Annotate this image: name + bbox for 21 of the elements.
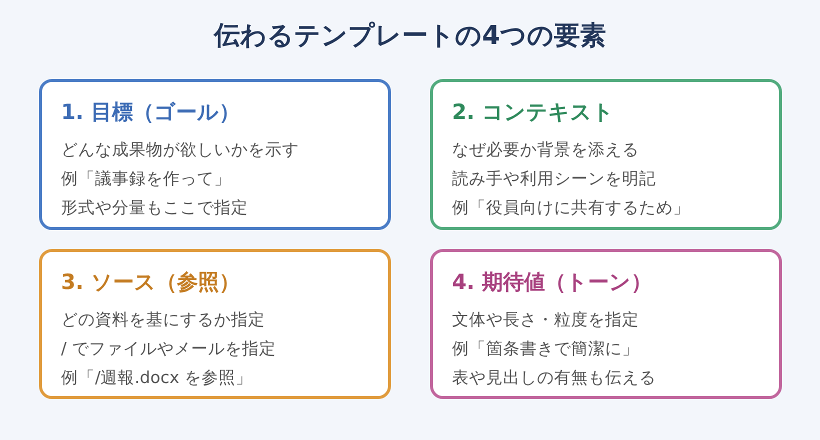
card bbox=[39, 249, 391, 399]
card-text: / でファイルやメールを指定 bbox=[61, 338, 276, 360]
card-text: 文体や長さ・粒度を指定 bbox=[452, 309, 639, 331]
card-heading: 2. コンテキスト bbox=[452, 99, 614, 126]
card-text: 例「箇条書きで簡潔に」 bbox=[452, 338, 639, 360]
card-text: どんな成果物が欲しいかを示す bbox=[61, 139, 299, 161]
card bbox=[430, 79, 782, 230]
card bbox=[39, 79, 391, 230]
card-text: 例「議事録を作って」 bbox=[61, 168, 231, 190]
card bbox=[430, 249, 782, 399]
card-text: 例「役員向けに共有するため」 bbox=[452, 197, 690, 219]
card-text: 表や見出しの有無も伝える bbox=[452, 367, 656, 389]
card-heading: 1. 目標（ゴール） bbox=[61, 99, 240, 126]
card-text: どの資料を基にするか指定 bbox=[61, 309, 265, 331]
card-text: 例「/週報.docx を参照」 bbox=[61, 367, 252, 389]
card-text: 読み手や利用シーンを明記 bbox=[452, 168, 656, 190]
title: 伝わるテンプレートの4つの要素 bbox=[212, 20, 608, 53]
card-heading: 3. ソース（参照） bbox=[61, 269, 240, 296]
card-text: なぜ必要か背景を添える bbox=[452, 139, 639, 161]
card-text: 形式や分量もここで指定 bbox=[61, 197, 248, 219]
card-heading: 4. 期待値（トーン） bbox=[452, 269, 652, 296]
